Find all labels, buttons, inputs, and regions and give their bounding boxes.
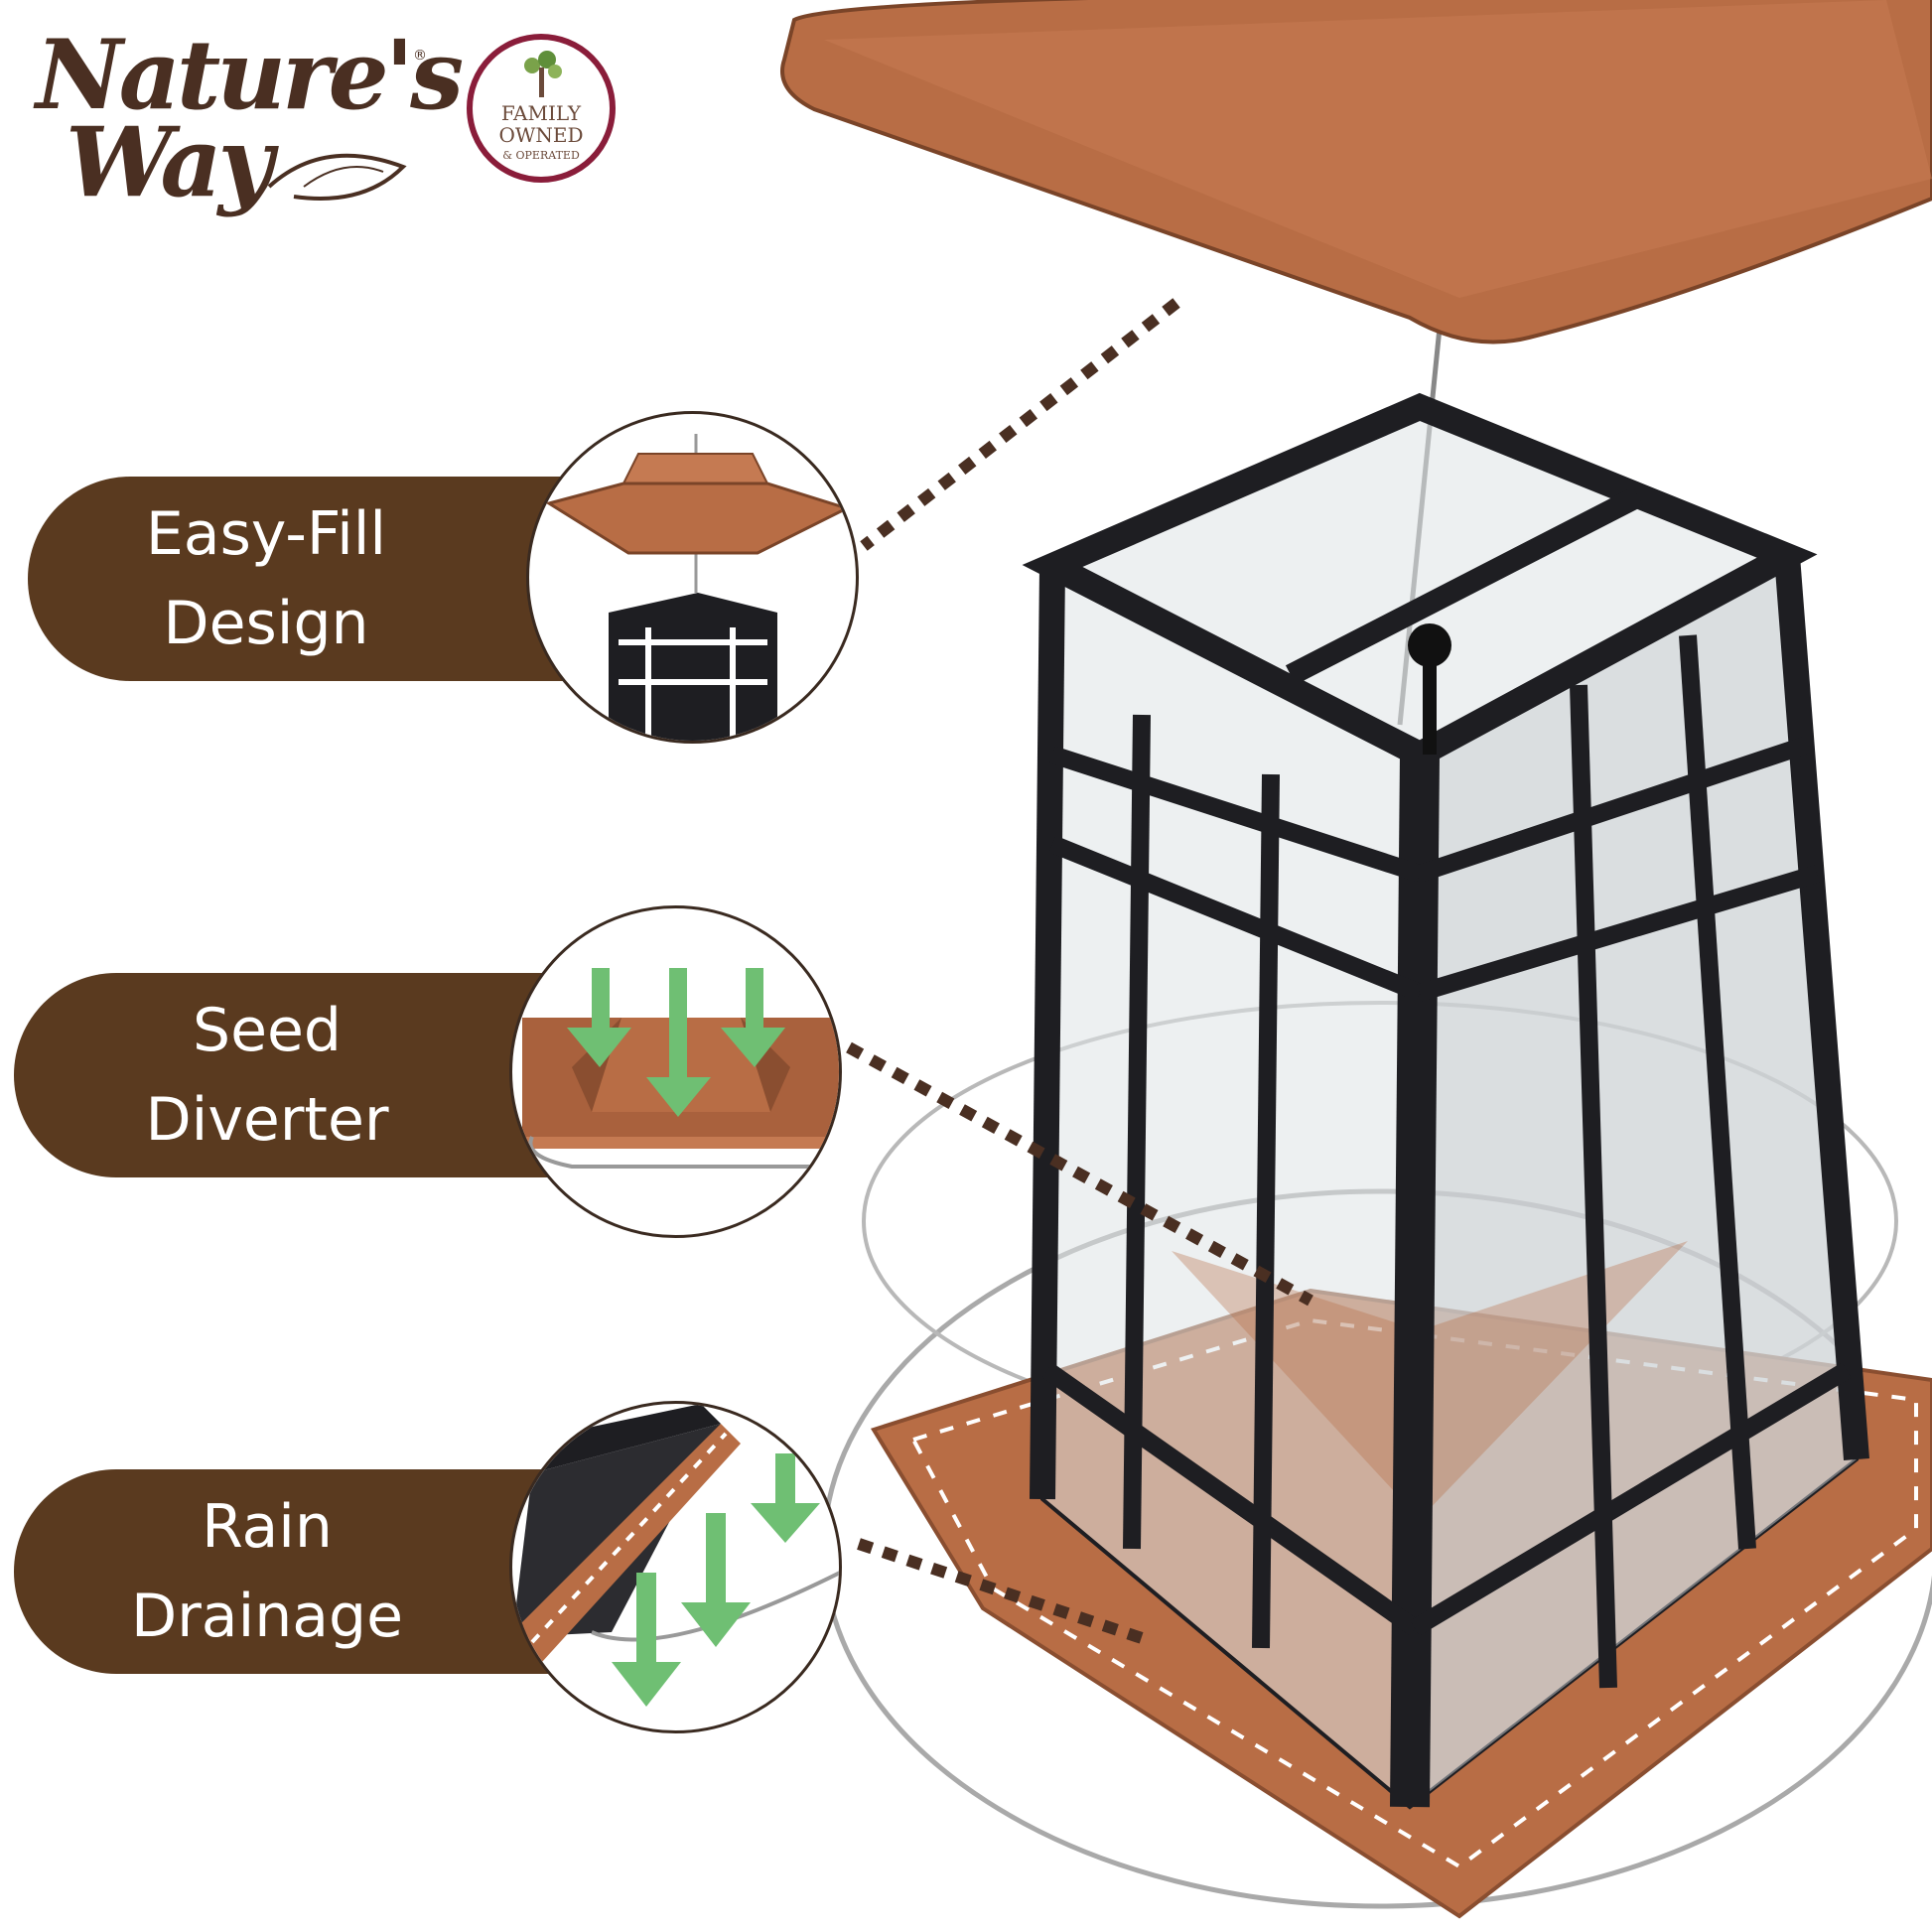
callout-line-easy-fill — [860, 298, 1180, 551]
badge-text-operated: & OPERATED — [502, 149, 580, 162]
feature-image-seed-diverter — [509, 905, 842, 1238]
feature-image-easy-fill — [526, 411, 859, 744]
logo-text-natures: Nature's — [36, 19, 464, 131]
feature-pill-seed-diverter: Seed Diverter — [14, 973, 570, 1177]
feature-pill-rain-drainage: Rain Drainage — [14, 1469, 570, 1674]
drainage-arrows-icon — [512, 1404, 839, 1707]
badge-text-owned: OWNED — [498, 123, 584, 147]
tree-icon — [524, 51, 562, 97]
brand-logo: Nature's Way ® — [36, 28, 464, 218]
feature-label-line1: Seed — [193, 996, 342, 1065]
feature-label-line2: Design — [163, 589, 369, 658]
callout-line-seed-diverter — [846, 1041, 1313, 1307]
logo-text-way: Way — [66, 106, 273, 218]
diverter-arrows-icon — [522, 968, 839, 1169]
badge-text-family: FAMILY — [500, 101, 582, 125]
registered-mark: ® — [413, 48, 427, 64]
leaf-swirl-icon — [267, 153, 407, 201]
feature-label-line1: Easy-Fill — [145, 499, 387, 569]
feature-label-line2: Diverter — [145, 1085, 389, 1155]
roof-lift-icon — [545, 434, 851, 741]
feature-label-line2: Drainage — [130, 1582, 404, 1651]
feature-pill-easy-fill: Easy-Fill Design — [28, 477, 584, 681]
family-owned-badge: FAMILY OWNED & OPERATED — [467, 34, 616, 183]
feature-label-line1: Rain — [202, 1492, 333, 1562]
feature-image-rain-drainage — [509, 1401, 842, 1733]
